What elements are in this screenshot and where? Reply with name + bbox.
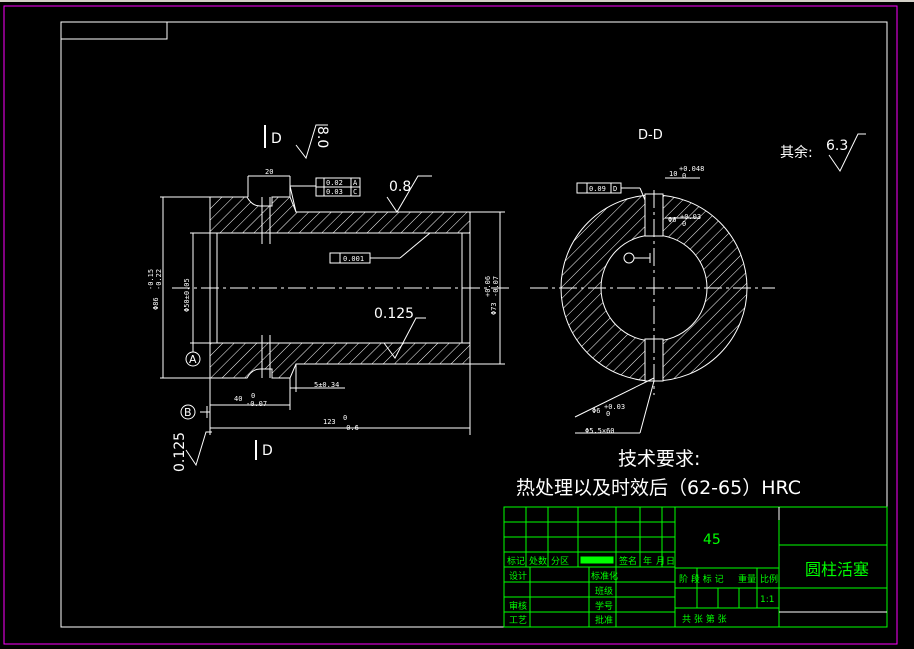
dim-od-left-tol-low: -0.22 [155,269,163,290]
dim-10-tol-low: 0 [682,172,686,180]
tb-class: 班级 [595,585,613,597]
section-title: D-D [638,128,663,143]
tb-weight: 重量 [738,573,756,585]
dim-40-tol-low: -0.07 [246,400,267,408]
roughness-rest-value: 6.3 [826,138,848,154]
window-top-strip [0,0,914,2]
section-label-top: D [271,131,282,147]
tb-check: 审核 [509,600,527,612]
dim-40: 40 [234,395,242,403]
section-view-dd [530,177,775,434]
dim-od-right-tol-up: +0.06 [484,276,492,297]
roughness-rest-symbol [828,133,866,172]
tb-zone: 分区 [551,556,569,567]
tb-student-no: 学号 [595,600,613,612]
roughness-left-value: 0.125 [172,432,188,472]
roughness-bore-value: 0.8 [389,179,411,195]
roughness-inner-symbol [383,317,426,359]
tol1-value: 0.02 [326,179,343,187]
datum-a-label: A [189,353,197,366]
tb-month: 月 [656,556,665,567]
dim-6-top-tol-low: 0 [682,220,686,228]
roughness-top-value: 8.0 [314,126,330,148]
dim-5: 5±0.34 [314,381,339,389]
roughness-top-symbol [295,124,328,160]
tb-sign: 签名 [619,555,637,567]
dim-123-tol-low: -0.6 [342,424,359,432]
corner-box [60,21,168,40]
dim-10-tol-up: +0.048 [679,165,704,173]
tech-requirements-text: 热处理以及时效后（62-65）HRC [516,477,801,499]
tol4-value: 0.09 [589,185,606,193]
tb-sheets: 共 张 第 张 [682,613,727,625]
tb-approve: 批准 [595,614,613,626]
title-block-fill-bar [580,556,614,564]
dim-123-tol-up: 0 [343,414,347,422]
roughness-inner-value: 0.125 [374,306,414,322]
upper-wall-hatch [209,196,471,234]
material: 45 [703,532,721,548]
tb-craft: 工艺 [509,615,527,626]
tol2-value: 0.03 [326,188,343,196]
datum-b-label: B [184,406,192,419]
roughness-rest-label: 其余: [780,144,813,161]
dim-od-left-tol-up: -0.15 [147,269,155,290]
dim-od-right: Φ73 [490,302,498,315]
tolerance-frames [315,177,622,264]
tb-scale: 比例 [760,573,778,585]
tb-stage: 阶 段 标 记 [679,573,724,585]
tech-requirements-title: 技术要求: [618,448,700,470]
dim-20: 20 [265,168,273,176]
tb-design: 设计 [509,570,527,582]
tol3-value: 0.001 [343,255,364,263]
tb-scale-value: 1:1 [760,595,774,605]
dim-6-bot-tol-up: +0.03 [604,403,625,411]
tb-std: 标准化 [591,570,618,582]
tol2-ref: C [353,188,357,196]
tol4-ref: D [613,185,617,193]
tb-count: 处数 [529,555,547,567]
dim-6-bot: Φ6 [592,407,600,415]
tol1-ref: A [353,179,358,187]
dim-6-top: Φ6 [668,216,676,224]
dim-123: 123 [323,418,336,426]
section-label-bottom: D [262,443,273,459]
main-section-view [160,125,510,460]
sheet-border [3,5,898,645]
drawing-frame [60,21,888,628]
tb-day: 日 [666,556,675,567]
dim-od-right-tol-low: -0.07 [492,276,500,297]
dim-40-tol-up: 0 [251,392,255,400]
dim-6-top-tol-up: +0.03 [680,213,701,221]
dim-od-left: Φ86 [152,297,160,310]
dim-10: 10 [669,170,677,178]
roughness-left-symbol [185,431,212,467]
part-name: 圆柱活塞 [805,560,869,579]
tb-mark: 标记 [507,555,525,567]
roughness-bore-symbol [386,175,432,213]
tb-year: 年 [643,555,652,567]
lower-wall-hatch [209,342,471,379]
roughness-symbols [185,124,866,467]
dim-chamfer: Φ5.5×60 [585,427,615,435]
dim-6-bot-tol-low: 0 [606,410,610,418]
dim-bore: Φ50±0.05 [183,278,191,312]
title-block [503,506,888,628]
